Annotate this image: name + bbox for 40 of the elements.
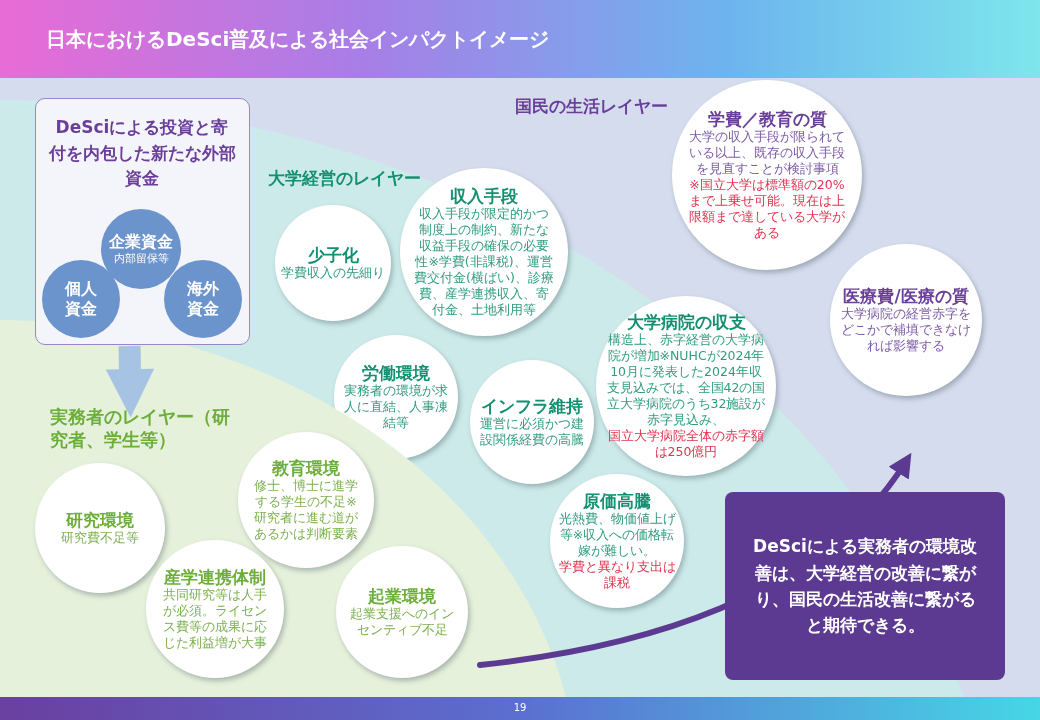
circle-heading: 起業環境 — [367, 585, 437, 607]
page-number: 19 — [512, 702, 528, 713]
page-title: 日本におけるDeSci普及による社会インパクトイメージ — [46, 26, 550, 53]
circle-text: 内部留保等 — [112, 252, 170, 266]
circle-heading: 大学病院の収支 — [625, 311, 747, 333]
circle-heading: 収入手段 — [449, 185, 519, 207]
circle-text: 研究費不足等 — [60, 530, 140, 547]
layer-title: 実務者のレイヤー（研究者、学生等） — [50, 406, 231, 451]
circle-heading: 企業資金 — [108, 232, 174, 253]
circle-text: 起業支援へのインセンティブ不足 — [350, 606, 454, 639]
circle-heading: インフラ維持 — [480, 395, 584, 417]
circle-text: 構造上、赤字経営の大学病院が増加※NUHCが2024年10月に発表した2024年収支見込みでは、全国42の国立大学病院のうち32施設が赤字見込み、 — [606, 332, 766, 429]
circle-heading: 医療費/医療の質 — [842, 285, 970, 307]
circle-heading: 海外資金 — [186, 278, 220, 320]
circle-heading: 教育環境 — [271, 457, 341, 479]
circle-text: 実務者の環境が求人に直結、人事凍結等 — [343, 383, 449, 432]
circle-heading: 個人資金 — [63, 278, 98, 320]
circle-text: 修士、博士に進学する学生の不足※研究者に進む道があるかは判断要素 — [253, 478, 359, 543]
circle-text: 共同研究等は人手が必須。ライセンス費等の成果に応じた利益増が大事 — [162, 587, 268, 652]
circle-text: 光熱費、物価値上げ等※収入への価格転嫁が難しい。 — [558, 511, 676, 560]
circle-text: 収入手段が限定的かつ制度上の制約、新たな収益手段の確保の必要性※学費(非課税)、運営費交付金(横ばい)、診療費、産学連携収入、寄付金、土地利用等 — [413, 206, 555, 319]
circle-text: 学費収入の先細り — [281, 265, 385, 282]
circle-heading: 少子化 — [306, 244, 360, 266]
circle-heading: 原価高騰 — [582, 490, 652, 512]
circle-heading: 学費／教育の質 — [706, 108, 828, 130]
circle-text: 大学病院の経営赤字をどこかで補填できなければ影響する — [840, 306, 972, 355]
circle-text: 学費と異なり支出は課税 — [558, 559, 676, 592]
circle-heading: 産学連携体制 — [163, 566, 267, 588]
circle-text: 運営に必須かつ建設関係経費の高騰 — [479, 416, 585, 449]
block-arrow — [105, 345, 155, 418]
layer-title: 大学経営のレイヤー — [268, 168, 422, 190]
panel-heading: DeSciによる投資と寄付を内包した新たな外部資金 — [48, 116, 236, 190]
conclusion-text: DeSciによる実務者の環境改善は、大学経営の改善に繋がり、国民の生活改善に繋がると期待できる。 — [752, 535, 978, 638]
circle-text: 大学の収入手段が限られている以上、既存の収入手段を見直すことが検討事項 — [688, 129, 846, 178]
conclusion-box — [725, 492, 1005, 680]
circle-text: 国立大学病院全体の赤字額は250億円 — [607, 428, 765, 461]
layer-title: 国民の生活レイヤー — [515, 95, 668, 118]
circle-heading: 研究環境 — [65, 509, 135, 531]
circle-heading: 労働環境 — [361, 362, 431, 384]
circle-text: ※国立大学は標準額の20%まで上乗せ可能。現在は上限額まで達している大学がある — [688, 177, 846, 242]
